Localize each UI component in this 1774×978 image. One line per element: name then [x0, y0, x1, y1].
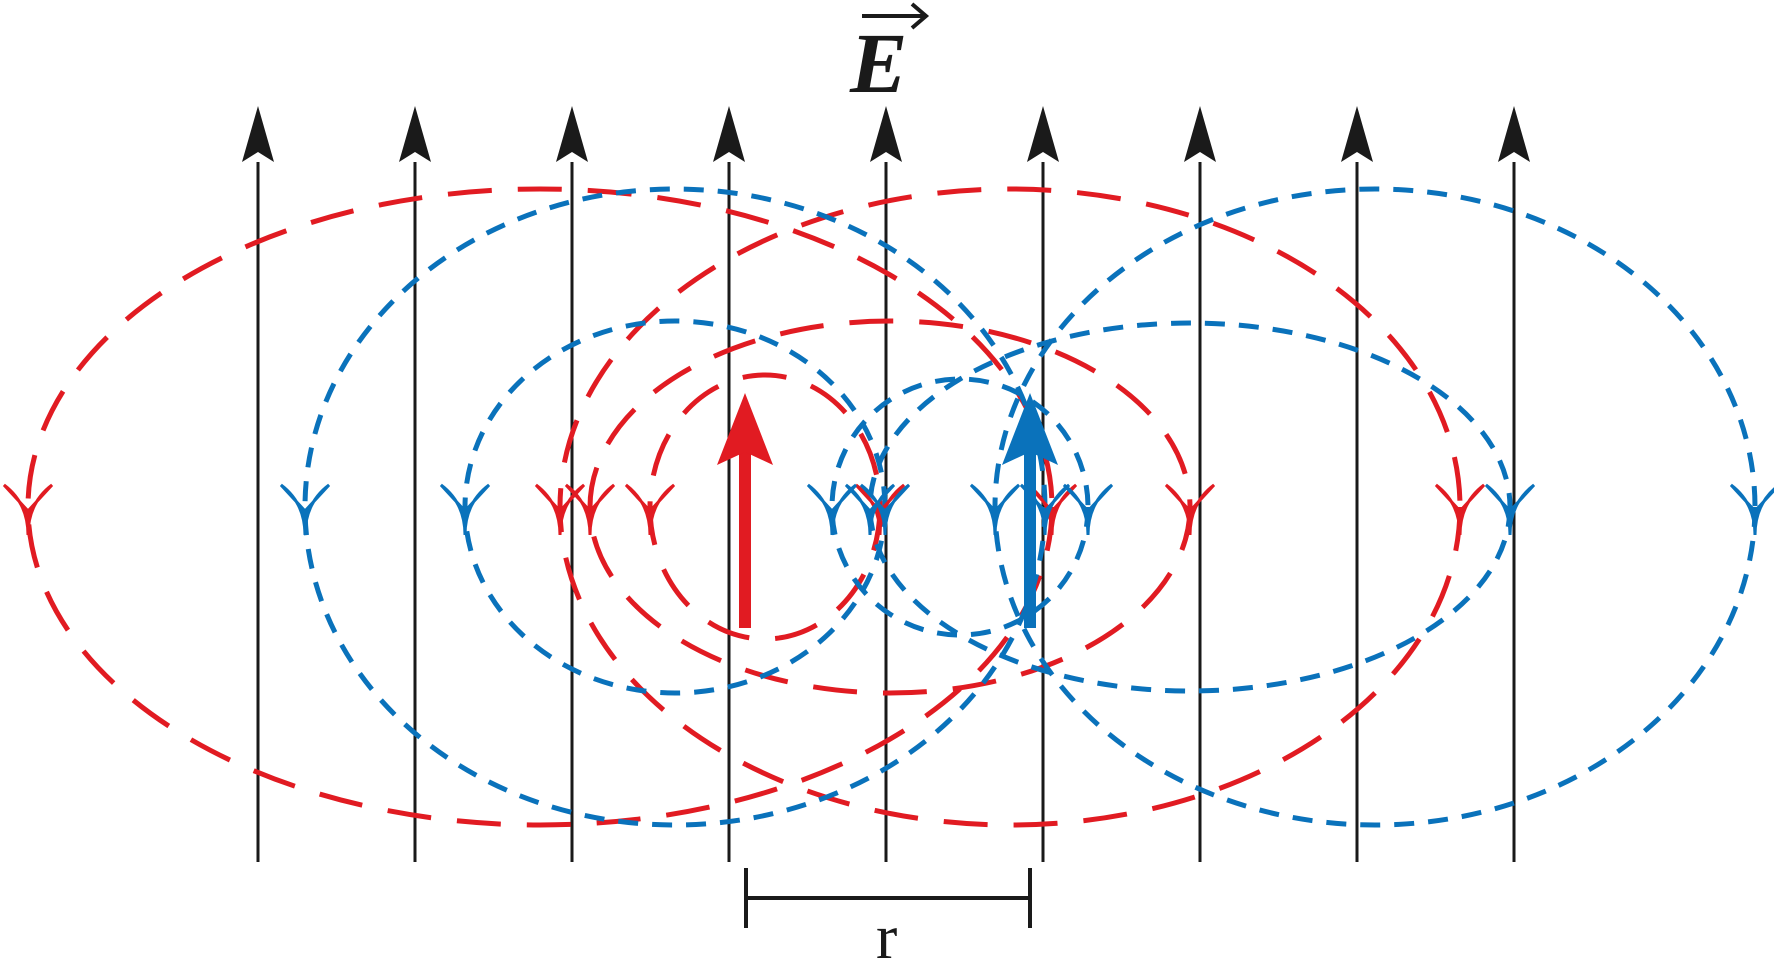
blue-field-loop	[829, 376, 1091, 638]
loop-direction-arrowhead-icon	[1062, 483, 1114, 536]
field-label-group: E	[849, 2, 930, 111]
red-field-loop	[587, 318, 1193, 696]
field-line-arrowhead-icon	[1498, 106, 1530, 162]
loop-direction-arrowhead-icon	[624, 483, 676, 536]
blue-field-loop	[992, 186, 1758, 828]
loop-direction-arrowhead-icon	[1484, 483, 1536, 536]
separation-label: r	[876, 901, 897, 972]
loop-direction-arrowhead-icon	[1434, 483, 1486, 536]
blue-field-loop	[867, 320, 1513, 694]
field-line-arrowhead-icon	[713, 106, 745, 162]
red-dipole-arrowhead-icon	[717, 393, 773, 465]
loop-direction-arrowhead-icon	[439, 483, 491, 536]
loop-direction-arrowhead-icon	[564, 483, 616, 536]
red-field-loop	[647, 372, 883, 642]
loop-direction-arrows	[2, 483, 1774, 536]
field-line-arrowhead-icon	[242, 106, 274, 162]
loop-direction-arrowhead-icon	[1164, 483, 1216, 536]
loop-direction-arrowhead-icon	[1026, 483, 1078, 536]
loop-direction-arrowhead-icon	[279, 483, 331, 536]
field-vector-arrowhead-icon	[910, 2, 930, 30]
blue-dipole-arrowhead-icon	[1002, 393, 1058, 465]
field-line-arrowhead-icon	[1184, 106, 1216, 162]
loop-direction-arrowhead-icon	[844, 483, 896, 536]
field-line-arrowhead-icon	[1027, 106, 1059, 162]
loop-direction-arrowhead-icon	[854, 483, 906, 536]
red-field-loop	[25, 186, 1055, 828]
separation-indicator: r	[744, 868, 1032, 972]
field-line-arrowhead-icon	[1341, 106, 1373, 162]
loop-direction-arrowhead-icon	[2, 483, 54, 536]
loop-direction-arrowhead-icon	[1729, 483, 1774, 536]
loop-direction-arrowhead-icon	[534, 483, 586, 536]
field-line-arrowhead-icon	[399, 106, 431, 162]
red-field-loop	[557, 186, 1463, 828]
loop-direction-arrowhead-icon	[859, 483, 911, 536]
loop-direction-arrowhead-icon	[806, 483, 858, 536]
loop-direction-arrowhead-icon	[969, 483, 1021, 536]
field-label: E	[849, 15, 907, 111]
dipole-arrows	[717, 393, 1058, 628]
field-line-arrowhead-icon	[556, 106, 588, 162]
field-line-arrowhead-icon	[870, 106, 902, 162]
